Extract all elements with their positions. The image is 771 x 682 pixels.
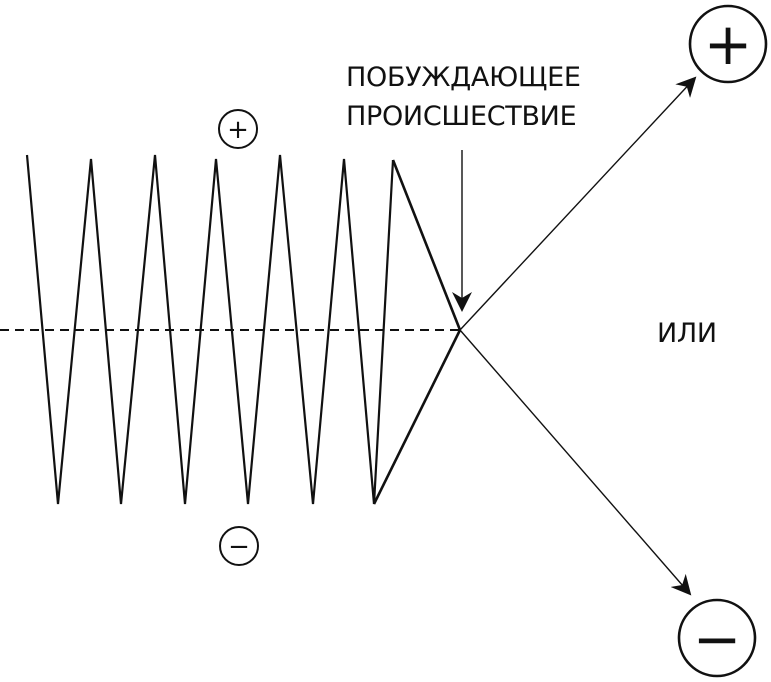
converge-line-upper [391, 159, 462, 331]
oscillation-zigzag [25, 154, 395, 505]
or-label: ИЛИ [657, 318, 717, 349]
plus-circle-icon: + [218, 109, 258, 149]
minus-circle-icon: − [219, 526, 259, 566]
outcome-arrow-down [459, 329, 692, 596]
plus-small-symbol: + [227, 115, 249, 145]
event-label-line2: ПРОИСШЕСТВИЕ [346, 101, 576, 132]
outcome-arrow-up [459, 76, 697, 331]
plus-circle-large-icon: + [688, 4, 768, 84]
event-label-line1: ПОБУЖДАЮЩЕЕ [346, 62, 581, 93]
plus-large-symbol: + [704, 10, 753, 78]
minus-large-symbol: − [693, 605, 742, 673]
minus-circle-large-icon: − [677, 598, 757, 678]
minus-small-symbol: − [228, 532, 250, 562]
converge-line-lower [372, 329, 462, 505]
